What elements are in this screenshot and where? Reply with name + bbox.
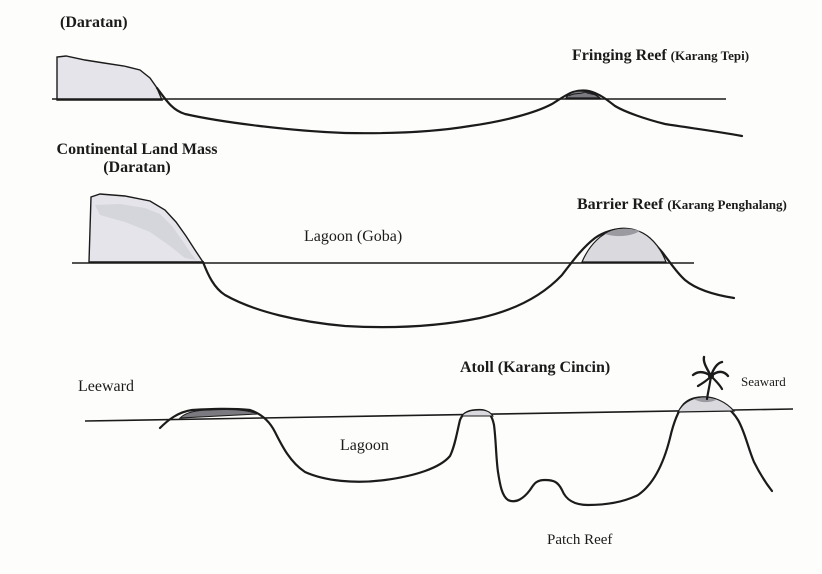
seaward-label: Seaward [741, 375, 786, 390]
fringing-reef-label-sub: (Karang Tepi) [671, 48, 749, 63]
atoll-label: Atoll (Karang Cincin) [460, 359, 610, 377]
fringing-reef-panel [52, 56, 742, 136]
fringing-landmass [57, 56, 162, 100]
barrier-reef-label-sub: (Karang Penghalang) [667, 197, 787, 212]
fringing-seafloor [157, 88, 742, 136]
continental-landmass-label: Continental Land Mass (Daratan) [12, 141, 262, 178]
atoll-lagoon-label: Lagoon [340, 437, 389, 455]
palm-tree-icon [693, 357, 728, 399]
fringing-reef-label: Fringing Reef (Karang Tepi) [572, 47, 749, 65]
barrier-reef-label-main: Barrier Reef [577, 196, 663, 213]
barrier-lagoon-label: Lagoon (Goba) [304, 228, 402, 246]
fringing-landmass-label: (Daratan) [60, 14, 128, 32]
continental-landmass-label-line1: Continental Land Mass [12, 141, 262, 159]
atoll-patch-reef-cap [462, 410, 493, 416]
continental-landmass-label-line2: (Daratan) [12, 159, 262, 177]
fringing-reef-label-main: Fringing Reef [572, 47, 667, 64]
patch-reef-label: Patch Reef [547, 532, 612, 549]
atoll-panel [85, 357, 793, 505]
leeward-label: Leeward [78, 378, 134, 396]
barrier-reef-label: Barrier Reef (Karang Penghalang) [577, 196, 787, 214]
